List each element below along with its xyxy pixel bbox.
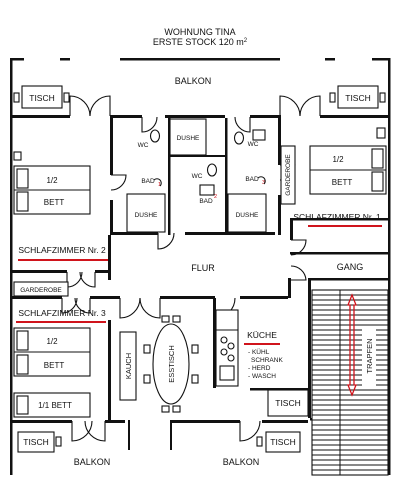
- svg-text:KAUCH: KAUCH: [124, 353, 133, 379]
- svg-text:SCHLAFZIMMER Nr. 3: SCHLAFZIMMER Nr. 3: [18, 308, 106, 318]
- svg-text:TISCH: TISCH: [345, 93, 371, 103]
- svg-text:- KÜHL: - KÜHL: [248, 348, 270, 356]
- svg-text:WC: WC: [138, 142, 149, 149]
- bed-3: 1/2 BETT: [13, 327, 91, 377]
- svg-text:1/2: 1/2: [46, 337, 58, 346]
- balkon-bottom-left-label: BALKON: [74, 457, 111, 467]
- wall-outlet-icon: [13, 151, 22, 161]
- svg-text:DUSHE: DUSHE: [177, 135, 200, 142]
- balkon-bottom-right-label: BALKON: [223, 457, 260, 467]
- balkon-top-label: BALKON: [175, 76, 212, 86]
- svg-text:- WASCH: - WASCH: [248, 373, 276, 380]
- outer-walls: [10, 58, 391, 475]
- svg-text:2: 2: [214, 194, 217, 200]
- svg-text:WC: WC: [248, 141, 259, 148]
- svg-text:TISCH: TISCH: [29, 93, 55, 103]
- flur-label: FLUR: [191, 263, 215, 273]
- svg-text:BAD: BAD: [141, 178, 155, 185]
- esstisch: ESSTISCH: [143, 315, 199, 413]
- svg-text:BAD: BAD: [245, 176, 259, 183]
- garderobe-right: GARDEROBE: [280, 145, 296, 205]
- svg-text:TRAPFEN: TRAPFEN: [365, 338, 374, 373]
- bed-4: 1/1 BETT: [13, 392, 91, 418]
- svg-text:DUSHE: DUSHE: [236, 212, 259, 219]
- bathroom-fixtures: WC DUSHE WC WC DUSHE DUSHE: [126, 118, 386, 233]
- hallway-walls: [160, 218, 390, 299]
- tisch-bottom-right: TISCH: [256, 431, 301, 453]
- trapfen: TRAPFEN: [347, 293, 376, 397]
- plan-subtitle: ERSTE STOCK 120 m2: [153, 37, 248, 47]
- svg-text:SCHLAFZIMMER Nr. 1: SCHLAFZIMMER Nr. 1: [293, 212, 381, 222]
- svg-text:TISCH: TISCH: [23, 437, 49, 447]
- svg-text:WC: WC: [192, 173, 203, 180]
- schlafzimmer-3: SCHLAFZIMMER Nr. 3: [16, 308, 106, 323]
- kitchen-walls: [213, 280, 311, 418]
- svg-text:BETT: BETT: [332, 178, 353, 187]
- bed-2: 1/2 BETT: [13, 165, 91, 215]
- bed-1: 1/2 BETT: [309, 145, 387, 195]
- tisch-bottom-left: TISCH: [17, 431, 62, 453]
- garderobe-left: GARDEROBE: [13, 281, 69, 297]
- svg-text:1/1 BETT: 1/1 BETT: [38, 401, 72, 410]
- svg-text:1/2: 1/2: [46, 176, 58, 185]
- tisch-top-left: TISCH: [13, 85, 70, 109]
- svg-text:KÜCHE: KÜCHE: [247, 330, 277, 340]
- tisch-top-right: TISCH: [329, 85, 386, 109]
- svg-text:1: 1: [158, 182, 161, 188]
- left-room-walls: [12, 235, 120, 420]
- kitchen-counter: [215, 309, 239, 387]
- svg-text:BAD: BAD: [199, 198, 213, 205]
- svg-text:GARDEROBE: GARDEROBE: [20, 287, 62, 294]
- gang-label: GANG: [337, 262, 364, 272]
- kauch: KAUCH: [119, 331, 137, 401]
- plan-title: WOHNUNG TINA: [164, 27, 235, 37]
- schlafzimmer-1: SCHLAFZIMMER Nr. 1: [293, 212, 382, 227]
- svg-text:BETT: BETT: [44, 198, 65, 207]
- bad-labels: BAD 1 BAD 2 BAD 3: [141, 176, 266, 205]
- svg-text:3: 3: [262, 180, 265, 186]
- tisch-mid-right: TISCH: [267, 389, 309, 417]
- kuche: KÜCHE - KÜHL SCHRANK - HERD - WASCH: [244, 330, 283, 380]
- balcony-top-wall: [12, 115, 390, 118]
- svg-text:- HERD: - HERD: [248, 365, 271, 372]
- bathroom-walls: [110, 115, 281, 235]
- svg-text:SCHLAFZIMMER Nr. 2: SCHLAFZIMMER Nr. 2: [18, 245, 106, 255]
- schlafzimmer-2: SCHLAFZIMMER Nr. 2: [18, 245, 108, 261]
- svg-text:TISCH: TISCH: [270, 437, 296, 447]
- svg-text:TISCH: TISCH: [275, 398, 301, 408]
- svg-text:GARDEROBE: GARDEROBE: [285, 154, 292, 196]
- svg-text:SCHRANK: SCHRANK: [251, 357, 283, 364]
- svg-text:BETT: BETT: [44, 361, 65, 370]
- svg-text:1/2: 1/2: [332, 155, 344, 164]
- svg-text:ESSTISCH: ESSTISCH: [167, 345, 176, 383]
- svg-text:DUSHE: DUSHE: [135, 212, 158, 219]
